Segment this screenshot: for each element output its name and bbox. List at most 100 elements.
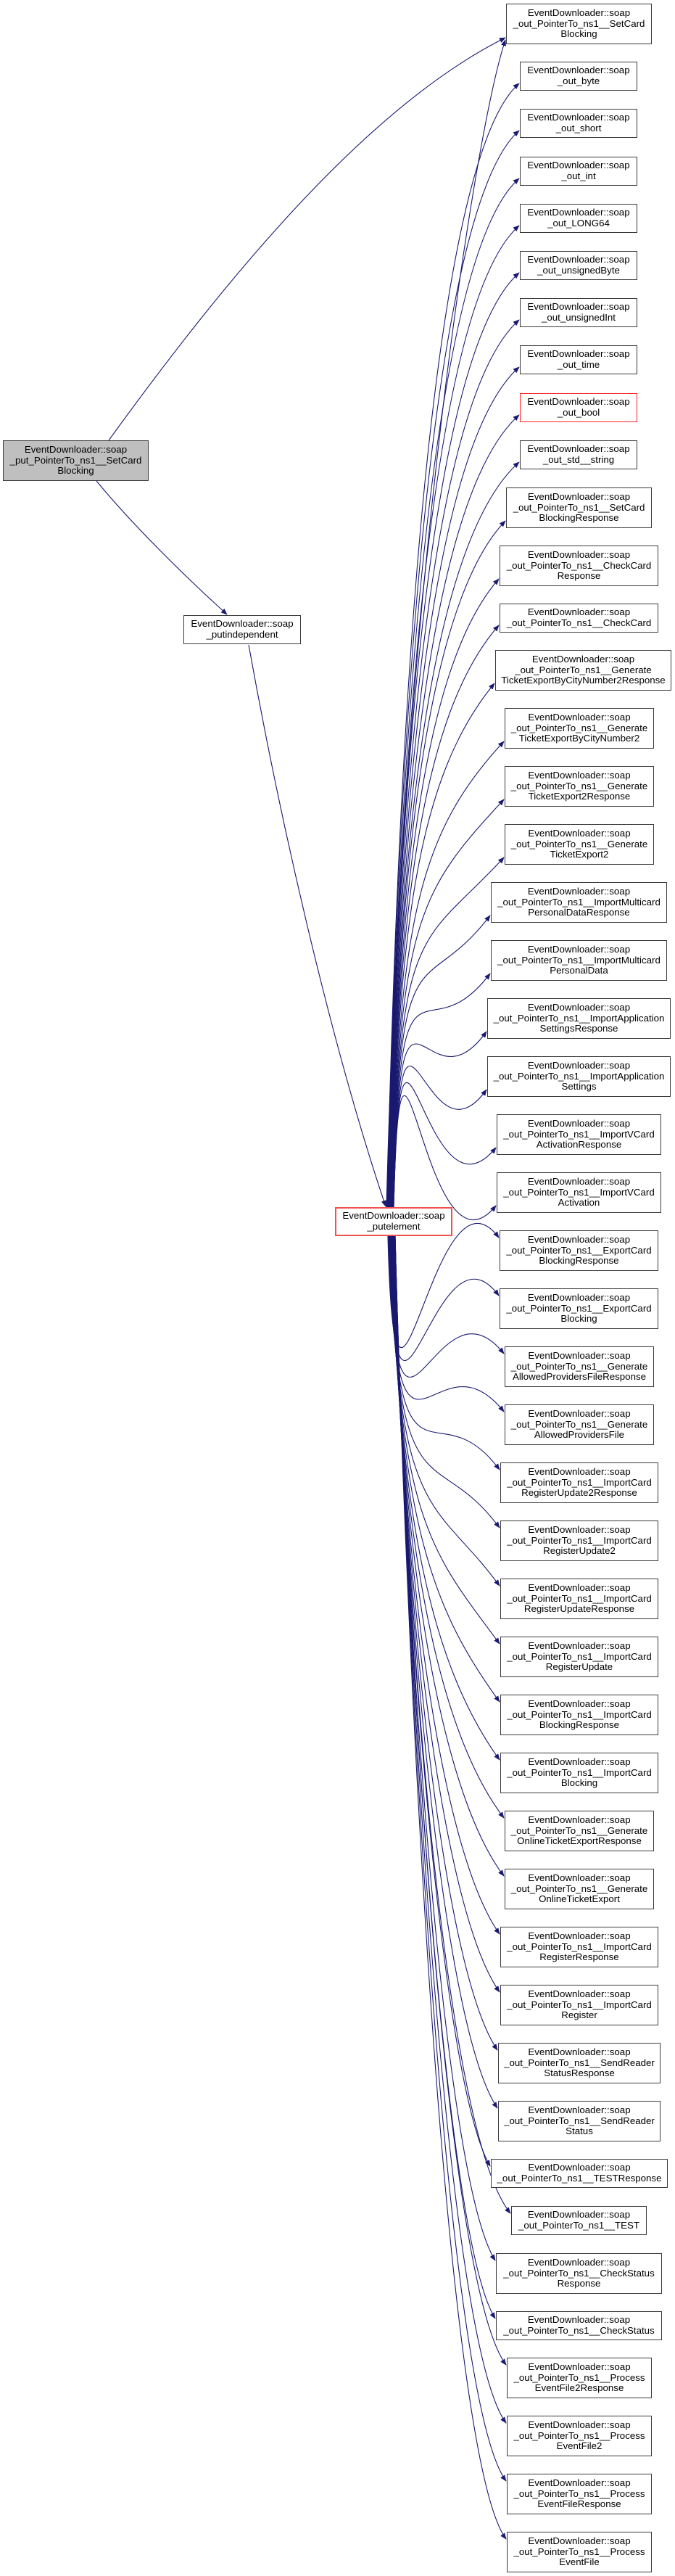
- node-label-line: EventDownloader::soap: [527, 1060, 631, 1071]
- node-label-line: EventDownloader::soap: [527, 301, 630, 313]
- node-label-line: _out_PointerTo_ns1__TEST: [518, 2220, 640, 2231]
- node-label-line: _out_bool: [557, 407, 600, 418]
- node-label-line: Blocking: [57, 465, 94, 477]
- edge-putelement-to-target: [389, 520, 506, 1208]
- node-label-line: EventDownloader::soap: [527, 1176, 631, 1188]
- node-label-line: EventDownloader::soap: [527, 1292, 631, 1304]
- node-label-line: EventDownloader::soap: [342, 1210, 445, 1222]
- node-label-line: _out_LONG64: [547, 218, 610, 229]
- node-label-line: Settings: [561, 1081, 597, 1092]
- edge-putelement-to-target: [388, 1235, 505, 1412]
- node-label-line: _out_PointerTo_ns1__Generate: [510, 780, 648, 791]
- node-label-line: _out_PointerTo_ns1__ImportVCard: [503, 1186, 655, 1198]
- target-node[interactable]: EventDownloader::soap_out_PointerTo_ns1_…: [500, 1230, 658, 1271]
- target-node[interactable]: EventDownloader::soap_out_std__string: [520, 440, 637, 469]
- node-label-line: _out_short: [555, 123, 602, 133]
- node-label-line: _out_PointerTo_ns1__CheckStatus: [503, 2267, 655, 2279]
- target-node[interactable]: EventDownloader::soap_out_PointerTo_ns1_…: [496, 2311, 662, 2340]
- node-soap-putindependent[interactable]: EventDownloader::soap_putindependent: [183, 615, 301, 644]
- target-node[interactable]: EventDownloader::soap_out_PointerTo_ns1_…: [491, 2159, 668, 2188]
- node-label-line: AllowedProvidersFileResponse: [512, 1371, 647, 1383]
- node-label-line: _out_PointerTo_ns1__ImportMulticard: [497, 954, 660, 966]
- target-node[interactable]: EventDownloader::soap_out_PointerTo_ns1_…: [500, 1985, 658, 2025]
- target-node[interactable]: EventDownloader::soap_out_PointerTo_ns1_…: [505, 766, 654, 807]
- node-label-line: _out_PointerTo_ns1__Process: [513, 2429, 645, 2441]
- target-node[interactable]: EventDownloader::soap_out_PointerTo_ns1_…: [497, 1114, 661, 1155]
- node-soap-putelement[interactable]: EventDownloader::soap_putelement: [335, 1207, 452, 1236]
- target-node[interactable]: EventDownloader::soap_out_PointerTo_ns1_…: [498, 2101, 660, 2141]
- target-node[interactable]: EventDownloader::soap_out_PointerTo_ns1_…: [500, 1753, 658, 1793]
- target-node[interactable]: EventDownloader::soap_out_PointerTo_ns1_…: [507, 2474, 652, 2514]
- target-node[interactable]: EventDownloader::soap_out_PointerTo_ns1_…: [495, 650, 671, 691]
- node-label-line: EventDownloader::soap: [527, 348, 630, 360]
- node-label-line: EventDownloader::soap: [527, 2314, 631, 2326]
- node-label-line: EventDownloader::soap: [528, 1988, 631, 2000]
- target-node[interactable]: EventDownloader::soap_out_PointerTo_ns1_…: [505, 1346, 654, 1387]
- target-node[interactable]: EventDownloader::soap_out_short: [520, 109, 637, 138]
- target-node[interactable]: EventDownloader::soap_out_PointerTo_ns1_…: [500, 604, 658, 633]
- node-label-line: EventDownloader::soap: [528, 1698, 631, 1710]
- target-node[interactable]: EventDownloader::soap_out_PointerTo_ns1_…: [505, 1869, 654, 1909]
- node-label-line: _out_PointerTo_ns1__ImportCard: [507, 1592, 652, 1604]
- node-label-line: _out_PointerTo_ns1__ImportCard: [507, 1766, 652, 1778]
- target-node[interactable]: EventDownloader::soap_out_PointerTo_ns1_…: [500, 1695, 658, 1735]
- node-label-line: EventDownloader::soap: [528, 2361, 631, 2373]
- node-label-line: EventDownloader::soap: [527, 944, 631, 955]
- target-node[interactable]: EventDownloader::soap_out_PointerTo_ns1_…: [507, 2416, 652, 2456]
- node-label-line: EventDownloader::soap: [527, 65, 630, 76]
- target-node[interactable]: EventDownloader::soap_out_PointerTo_ns1_…: [500, 1579, 658, 1619]
- root-node-soap-put-pointerto-setcardblocking[interactable]: EventDownloader::soap_put_PointerTo_ns1_…: [3, 440, 149, 481]
- node-label-line: _out_byte: [557, 75, 600, 86]
- target-node[interactable]: EventDownloader::soap_out_int: [520, 157, 637, 186]
- target-node[interactable]: EventDownloader::soap_out_LONG64: [520, 204, 637, 233]
- node-label-line: EventDownloader::soap: [527, 1002, 631, 1013]
- target-node[interactable]: EventDownloader::soap_out_bool: [520, 393, 637, 422]
- node-label-line: _putindependent: [206, 629, 278, 640]
- target-node[interactable]: EventDownloader::soap_out_PointerTo_ns1_…: [506, 487, 652, 528]
- target-node[interactable]: EventDownloader::soap_out_PointerTo_ns1_…: [491, 940, 667, 981]
- node-label-line: _out_PointerTo_ns1__Generate: [510, 722, 648, 733]
- edge-putelement-to-target: [386, 178, 520, 1208]
- target-node[interactable]: EventDownloader::soap_out_PointerTo_ns1_…: [487, 1056, 671, 1097]
- edge-putelement-to-target: [388, 319, 520, 1208]
- edge-putelement-to-target: [387, 272, 520, 1208]
- target-node[interactable]: EventDownloader::soap_out_unsignedByte: [520, 251, 637, 280]
- node-label-line: _put_PointerTo_ns1__SetCard: [9, 454, 142, 466]
- target-node[interactable]: EventDownloader::soap_out_PointerTo_ns1_…: [500, 546, 658, 586]
- edge-putelement-to-target: [392, 1031, 487, 1208]
- target-node[interactable]: EventDownloader::soap_out_time: [520, 345, 637, 374]
- target-node[interactable]: EventDownloader::soap_out_PointerTo_ns1_…: [500, 1927, 658, 1967]
- node-label-line: SettingsResponse: [539, 1023, 618, 1034]
- edge-putelement-to-target: [392, 1235, 498, 2109]
- target-node[interactable]: EventDownloader::soap_out_PointerTo_ns1_…: [505, 708, 654, 749]
- target-node[interactable]: EventDownloader::soap_out_PointerTo_ns1_…: [500, 1521, 658, 1561]
- node-label-line: _out_PointerTo_ns1__ImportCard: [507, 1650, 652, 1662]
- target-node[interactable]: EventDownloader::soap_out_unsignedInt: [520, 298, 637, 327]
- node-label-line: _out_PointerTo_ns1__SendReader: [504, 2115, 655, 2126]
- target-node[interactable]: EventDownloader::soap_out_PointerTo_ns1_…: [500, 1288, 658, 1329]
- node-label-line: EventDownloader::soap: [528, 1814, 631, 1826]
- node-label-line: EventDownloader::soap: [528, 1466, 631, 1478]
- target-node[interactable]: EventDownloader::soap_out_PointerTo_ns1_…: [487, 998, 671, 1039]
- target-node[interactable]: EventDownloader::soap_out_PointerTo_ns1_…: [507, 2358, 652, 2398]
- target-node[interactable]: EventDownloader::soap_out_PointerTo_ns1_…: [511, 2206, 647, 2235]
- edge-putelement-to-target: [390, 683, 495, 1208]
- target-node[interactable]: EventDownloader::soap_out_PointerTo_ns1_…: [497, 1172, 661, 1213]
- target-node[interactable]: EventDownloader::soap_out_PointerTo_ns1_…: [498, 2043, 660, 2083]
- node-label-line: EventDownloader::soap: [527, 549, 631, 561]
- target-node[interactable]: EventDownloader::soap_out_PointerTo_ns1_…: [505, 1404, 654, 1445]
- target-node[interactable]: EventDownloader::soap_out_PointerTo_ns1_…: [505, 824, 654, 865]
- target-node[interactable]: EventDownloader::soap_out_byte: [520, 62, 637, 91]
- node-label-line: _out_PointerTo_ns1__Generate: [510, 1418, 648, 1430]
- target-node[interactable]: EventDownloader::soap_out_PointerTo_ns1_…: [505, 1811, 654, 1851]
- target-node[interactable]: EventDownloader::soap_out_PointerTo_ns1_…: [500, 1637, 658, 1677]
- target-node[interactable]: EventDownloader::soap_out_PointerTo_ns1_…: [496, 2253, 662, 2294]
- node-label-line: EventDownloader::soap: [528, 1640, 631, 1652]
- target-node[interactable]: EventDownloader::soap_out_PointerTo_ns1_…: [500, 1462, 658, 1503]
- node-label-line: _out_PointerTo_ns1__SetCard: [513, 501, 645, 513]
- target-node[interactable]: EventDownloader::soap_out_PointerTo_ns1_…: [491, 882, 667, 923]
- node-label-line: _out_PointerTo_ns1__ImportVCard: [503, 1128, 655, 1140]
- target-node[interactable]: EventDownloader::soap_out_PointerTo_ns1_…: [507, 2532, 652, 2572]
- target-node[interactable]: EventDownloader::soap_out_PointerTo_ns1_…: [506, 4, 652, 44]
- node-label-line: _out_time: [557, 359, 600, 370]
